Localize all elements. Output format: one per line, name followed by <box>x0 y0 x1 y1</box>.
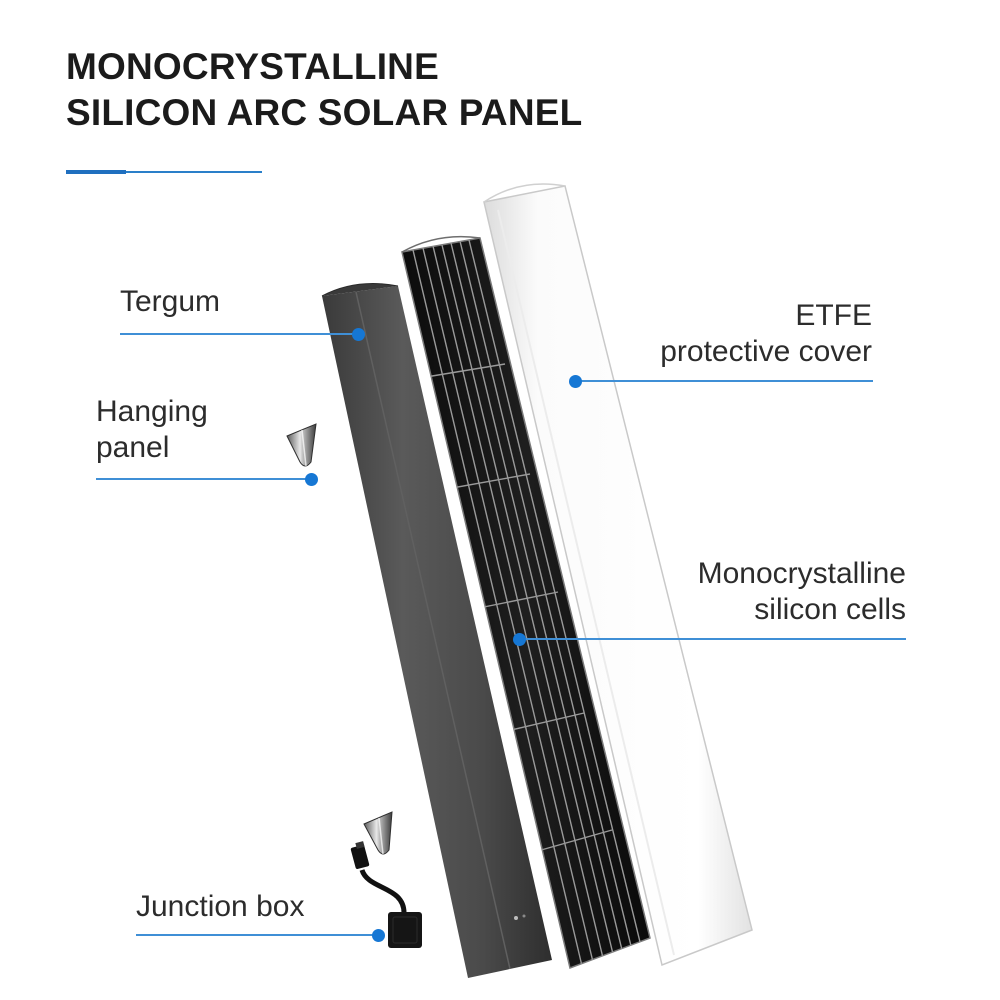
etfe-label-line-2: protective cover <box>660 334 872 370</box>
cells-label-line-1: Monocrystalline <box>698 556 906 592</box>
junction-box-label: Junction box <box>136 889 304 925</box>
etfe-marker-dot <box>569 375 582 388</box>
hanging-clip-icon <box>287 424 316 466</box>
cells-marker-dot <box>513 633 526 646</box>
hanging-panel-label-line-1: Hanging <box>96 394 208 430</box>
hanging-panel-marker-dot <box>305 473 318 486</box>
junction-box-leader-line <box>136 934 380 936</box>
tergum-leader-line <box>120 333 358 335</box>
etfe-label: ETFE protective cover <box>660 298 872 370</box>
cells-label: Monocrystalline silicon cells <box>698 556 906 628</box>
cells-leader-line <box>520 638 906 640</box>
lower-clip-icon <box>364 812 392 854</box>
hanging-panel-label: Hanging panel <box>96 394 208 466</box>
etfe-leader-line <box>577 380 873 382</box>
junction-box-marker-dot <box>372 929 385 942</box>
junction-box-icon <box>350 841 422 948</box>
hanging-panel-label-line-2: panel <box>96 430 208 466</box>
tergum-marker-dot <box>352 328 365 341</box>
etfe-label-line-1: ETFE <box>660 298 872 334</box>
cells-label-line-2: silicon cells <box>698 592 906 628</box>
hanging-panel-leader-line <box>96 478 310 480</box>
tergum-label: Tergum <box>120 284 220 320</box>
